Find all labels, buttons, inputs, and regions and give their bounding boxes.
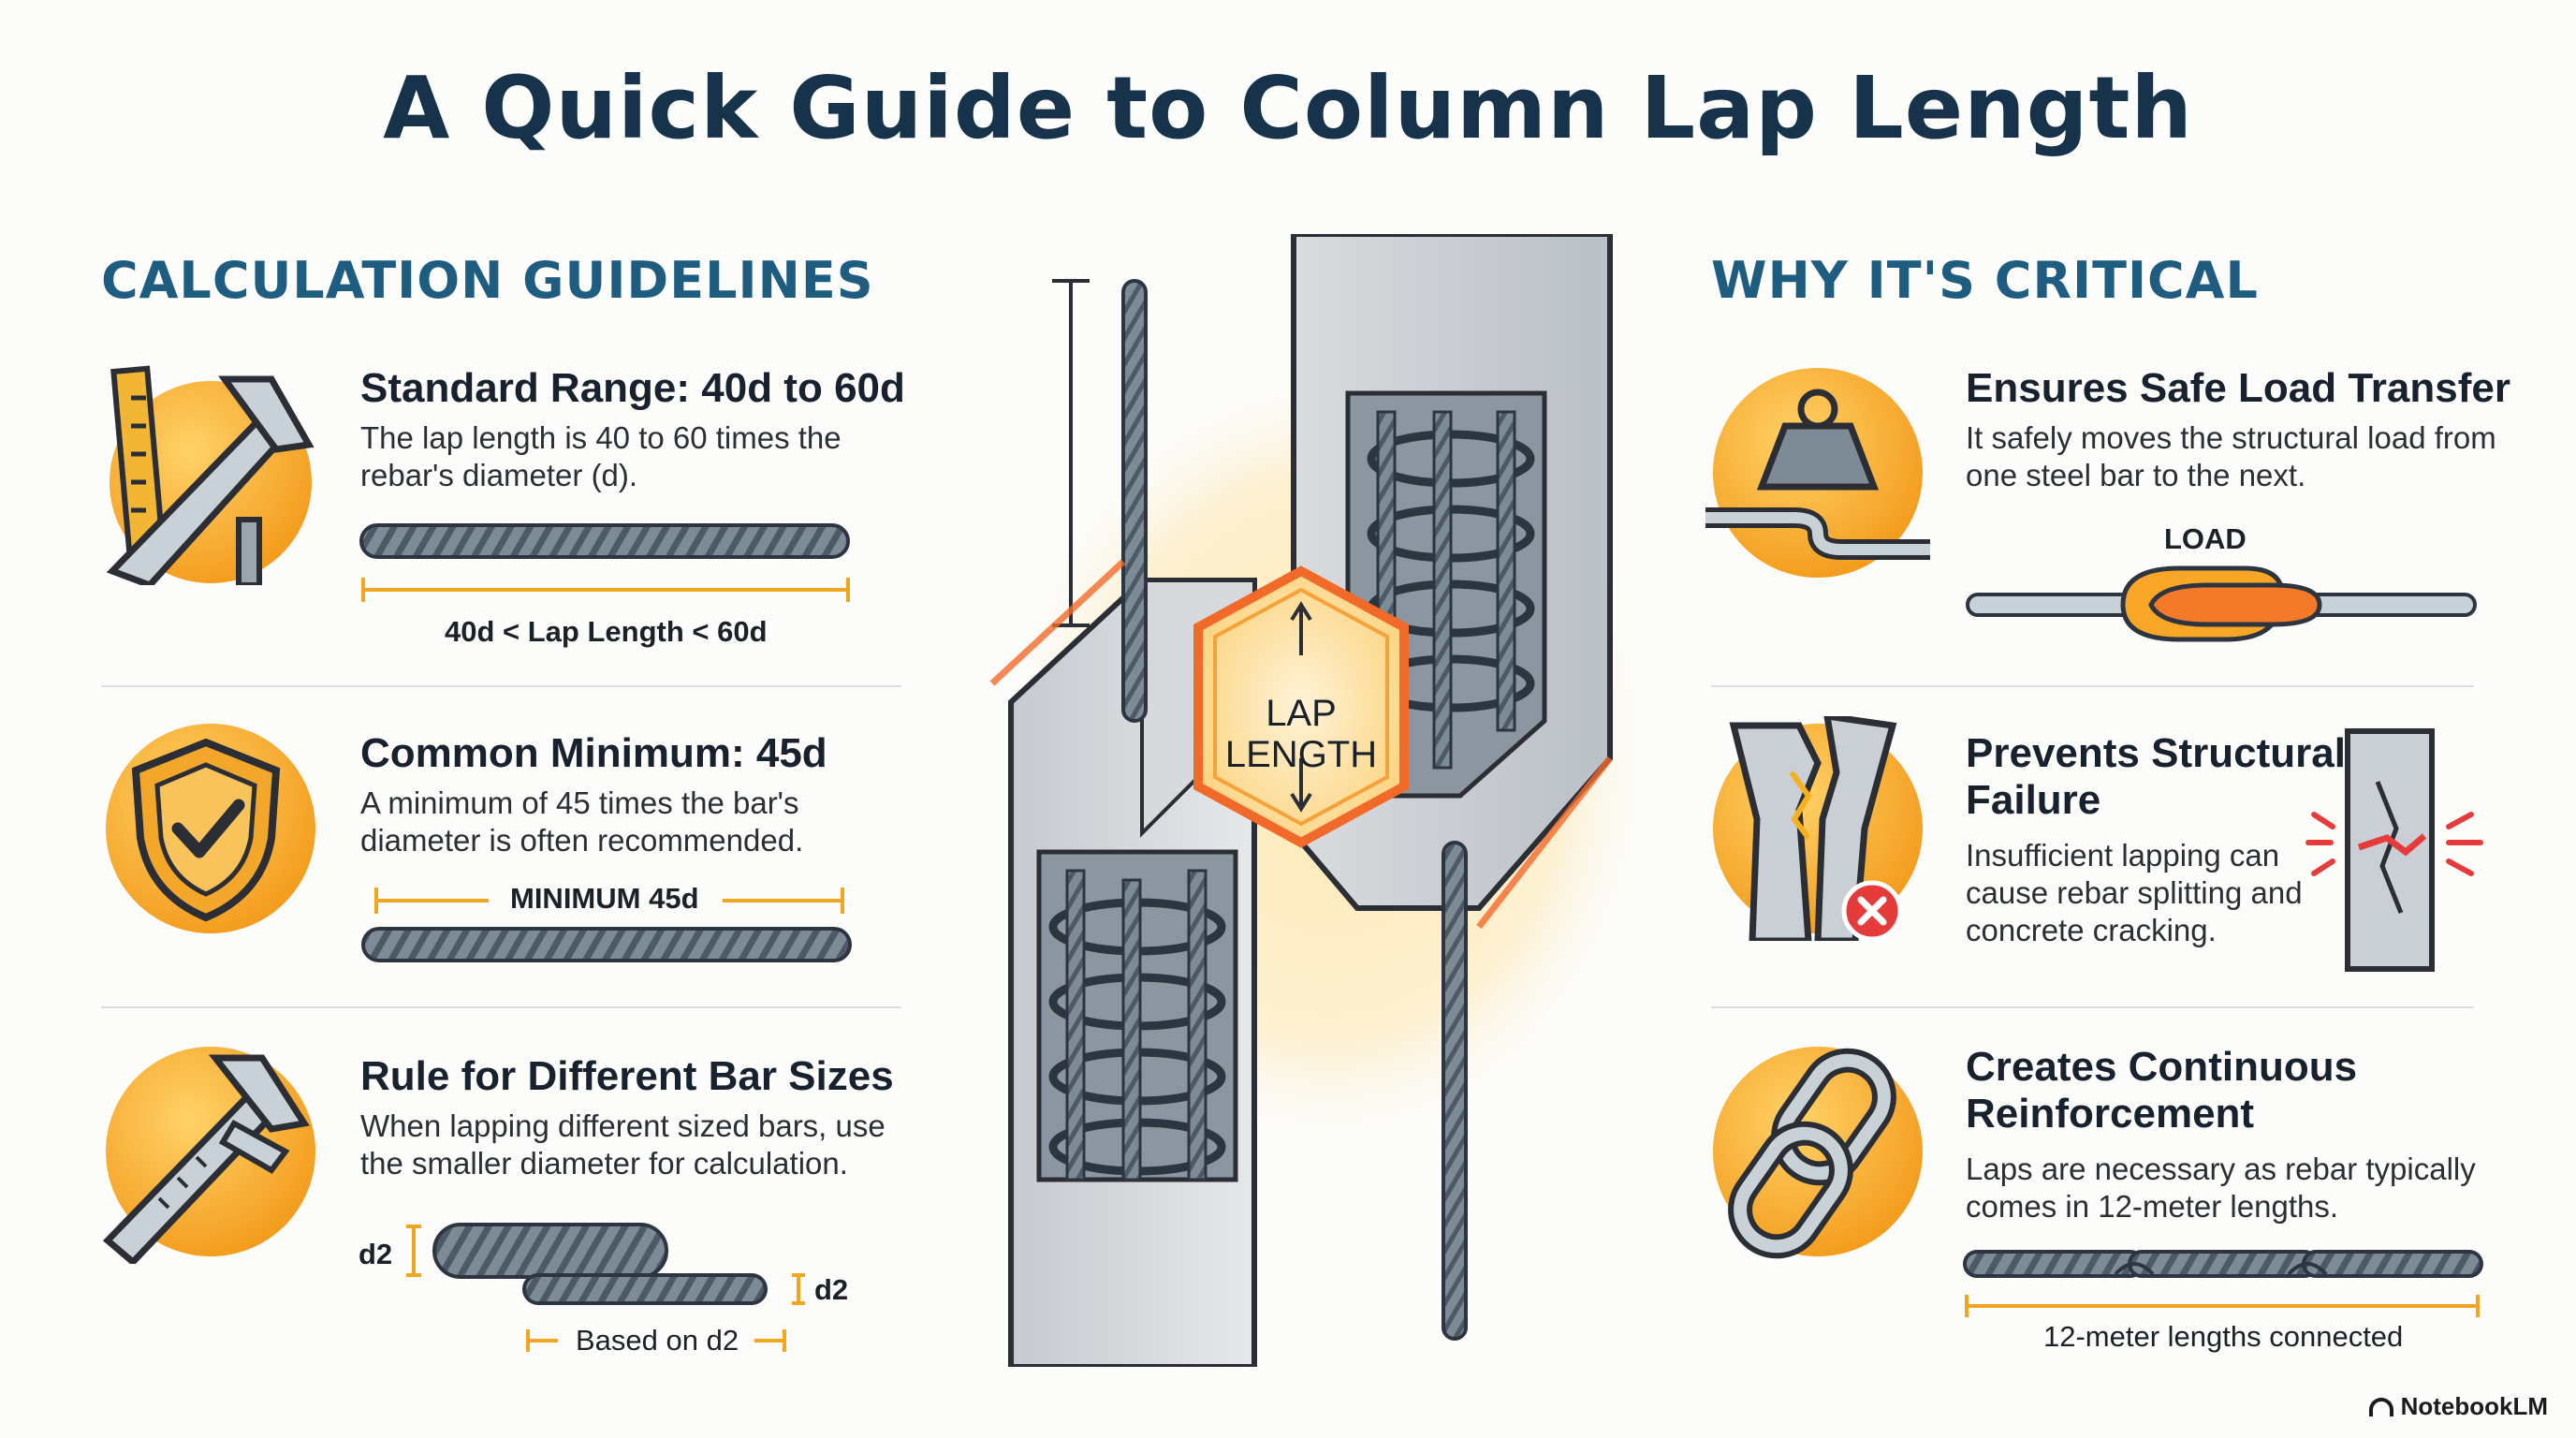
load-label: LOAD bbox=[2164, 522, 2247, 555]
minimum-rebar-diagram bbox=[361, 884, 852, 962]
bar-sizes-title: Rule for Different Bar Sizes bbox=[360, 1053, 894, 1099]
load-transfer-title: Ensures Safe Load Transfer bbox=[1966, 365, 2510, 411]
standard-range-body: The lap length is 40 to 60 times the reb… bbox=[360, 420, 842, 492]
bar-size-diagram bbox=[406, 1223, 805, 1352]
divider bbox=[101, 685, 901, 687]
common-minimum-title: Common Minimum: 45d bbox=[360, 730, 827, 776]
notebooklm-icon bbox=[2368, 1397, 2393, 1416]
d2-label-small: d2 bbox=[814, 1273, 849, 1306]
brand-name: NotebookLM bbox=[2400, 1392, 2548, 1420]
divider bbox=[1711, 1006, 2474, 1008]
ruler-caliper-icon bbox=[106, 365, 315, 585]
structural-failure-body: Insufficient lapping can cause rebar spl… bbox=[1966, 838, 2303, 947]
range-caption: 40d < Lap Length < 60d bbox=[445, 615, 768, 648]
d2-label-large: d2 bbox=[359, 1238, 393, 1270]
standard-range-title: Standard Range: 40d to 60d bbox=[360, 365, 905, 411]
lap-length-label: LAP LENGTH bbox=[1224, 693, 1378, 775]
cracking-column-icon bbox=[2305, 728, 2483, 972]
page-title: A Quick Guide to Column Lap Length bbox=[383, 58, 2193, 158]
bar-sizes-body: When lapping different sized bars, use t… bbox=[360, 1108, 886, 1181]
based-on-caption: Based on d2 bbox=[576, 1324, 739, 1357]
continuous-reinforcement-body: Laps are necessary as rebar typically co… bbox=[1966, 1152, 2476, 1224]
lengths-caption: 12-meter lengths connected bbox=[2043, 1320, 2404, 1353]
chain-link-icon bbox=[1713, 1047, 1923, 1259]
common-minimum-body: A minimum of 45 times the bar's diameter… bbox=[360, 785, 804, 858]
weight-load-icon bbox=[1705, 368, 1930, 578]
divider bbox=[101, 1006, 901, 1008]
rebar-range-diagram bbox=[359, 523, 850, 602]
minimum-caption: MINIMUM 45d bbox=[510, 882, 699, 915]
column-lap-illustration bbox=[989, 234, 1666, 1367]
load-lap-diagram bbox=[1966, 565, 2477, 642]
notebooklm-logo: NotebookLM bbox=[2368, 1392, 2548, 1421]
why-critical-heading: WHY IT'S CRITICAL bbox=[1711, 251, 2259, 310]
load-transfer-body: It safely moves the structural load from… bbox=[1966, 420, 2496, 492]
cracked-column-icon bbox=[1713, 716, 1923, 941]
continuous-reinforcement-title: Creates Continuous Reinforcement bbox=[1966, 1044, 2358, 1137]
structural-failure-title: Prevents Structural Failure bbox=[1966, 730, 2346, 823]
calculation-guidelines-heading: CALCULATION GUIDELINES bbox=[101, 251, 874, 310]
connected-rebar-diagram bbox=[1963, 1250, 2483, 1317]
shield-check-icon bbox=[106, 724, 315, 933]
caliper-icon bbox=[102, 1047, 315, 1264]
divider bbox=[1711, 685, 2474, 687]
